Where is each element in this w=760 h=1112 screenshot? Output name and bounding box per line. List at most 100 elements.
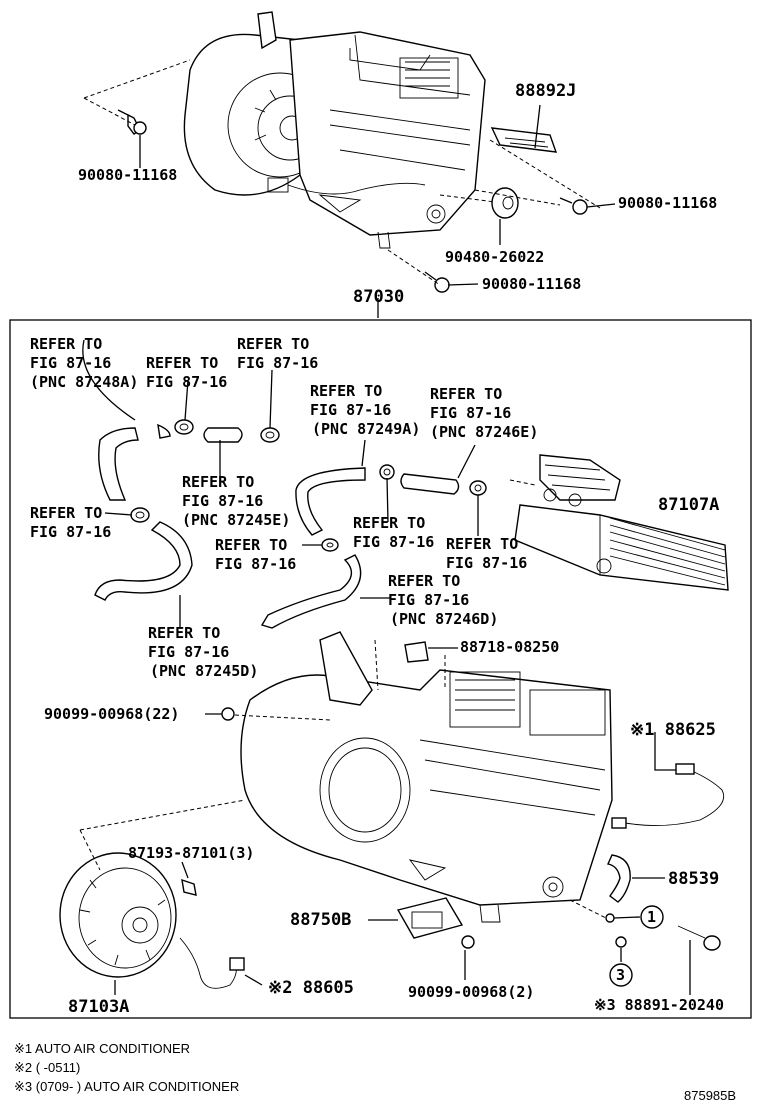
clamp-d	[321, 538, 339, 552]
svg-text:(PNC 87249A): (PNC 87249A)	[312, 420, 420, 438]
footnote-2: ※2 ( -0511)	[14, 1060, 80, 1075]
svg-text:REFER TO: REFER TO	[30, 504, 102, 522]
label-88718-08250: 88718-08250	[460, 638, 559, 656]
top-unit-assembly	[183, 11, 486, 249]
lower-unit-assembly	[240, 631, 613, 923]
svg-text:(PNC 87246D): (PNC 87246D)	[390, 610, 498, 628]
clamp-a	[174, 419, 194, 435]
clamp-f	[469, 480, 487, 496]
label-87103A: 87103A	[68, 997, 129, 1017]
label-90080-11168-right: 90080-11168	[618, 194, 717, 212]
svg-text:(PNC 87245D): (PNC 87245D)	[150, 662, 258, 680]
refer-label-11: REFER TO FIG 87-16 (PNC 87246D)	[388, 572, 498, 628]
clamp-b	[260, 427, 280, 443]
blower-motor-87103A	[59, 852, 245, 989]
callout-circle-1: 1	[640, 905, 664, 929]
part-88892J	[490, 127, 558, 153]
svg-text:REFER TO: REFER TO	[430, 385, 502, 403]
svg-text:REFER TO: REFER TO	[30, 335, 102, 353]
svg-text:(PNC 87248A): (PNC 87248A)	[30, 373, 138, 391]
svg-text:REFER TO: REFER TO	[446, 535, 518, 553]
label-90099-00968-22: 90099-00968(22)	[44, 705, 179, 723]
hose-87245D	[94, 521, 193, 601]
label-90080-11168-left: 90080-11168	[78, 166, 177, 184]
hose-short	[203, 427, 243, 443]
hose-87246E	[400, 473, 460, 495]
grommet-90480-26022	[491, 187, 519, 219]
svg-text:FIG 87-16: FIG 87-16	[30, 354, 111, 372]
label-88605: ※2 88605	[268, 978, 354, 998]
label-88891-20240: ※3 88891-20240	[594, 996, 724, 1014]
tube-88539	[607, 854, 631, 903]
svg-text:REFER TO: REFER TO	[353, 514, 425, 532]
callout-circle-3: 3	[609, 963, 633, 987]
small-clip	[605, 913, 615, 923]
sensor-88625	[611, 763, 725, 829]
refer-label-9: REFER TO FIG 87-16	[215, 536, 296, 573]
refer-label-12: REFER TO FIG 87-16 (PNC 87245D)	[148, 624, 258, 680]
svg-text:FIG 87-16: FIG 87-16	[146, 373, 227, 391]
refer-label-10: REFER TO FIG 87-16	[446, 535, 527, 572]
clamp-c	[130, 507, 150, 523]
svg-text:FIG 87-16: FIG 87-16	[237, 354, 318, 372]
svg-text:REFER TO: REFER TO	[310, 382, 382, 400]
refer-label-7: REFER TO FIG 87-16	[30, 504, 111, 541]
svg-text:(PNC 87245E): (PNC 87245E)	[182, 511, 290, 529]
label-87107A: 87107A	[658, 495, 719, 515]
svg-text:FIG 87-16: FIG 87-16	[353, 533, 434, 551]
refer-label-8: REFER TO FIG 87-16	[353, 514, 434, 551]
connector-88718-08250	[404, 641, 429, 663]
footnote-3: ※3 (0709- ) AUTO AIR CONDITIONER	[14, 1079, 239, 1094]
svg-text:3: 3	[616, 966, 625, 984]
screw-top-bottom	[424, 271, 450, 293]
refer-label-4: REFER TO FIG 87-16 (PNC 87249A)	[310, 382, 420, 438]
label-87193-87101: 87193-87101(3)	[128, 844, 254, 862]
svg-text:REFER TO: REFER TO	[388, 572, 460, 590]
svg-text:REFER TO: REFER TO	[146, 354, 218, 372]
svg-text:FIG 87-16: FIG 87-16	[430, 404, 511, 422]
refer-label-3: REFER TO FIG 87-16	[237, 335, 318, 372]
svg-text:FIG 87-16: FIG 87-16	[148, 643, 229, 661]
label-88892J: 88892J	[515, 81, 576, 101]
evaporator-87107A	[514, 454, 729, 591]
svg-text:FIG 87-16: FIG 87-16	[446, 554, 527, 572]
svg-text:1: 1	[647, 908, 656, 926]
hose-87249A	[295, 467, 366, 536]
refer-label-2: REFER TO FIG 87-16	[146, 354, 227, 391]
svg-text:FIG 87-16: FIG 87-16	[310, 401, 391, 419]
refer-label-5: REFER TO FIG 87-16 (PNC 87246E)	[430, 385, 538, 441]
hose-87248A	[98, 423, 171, 501]
svg-text:FIG 87-16: FIG 87-16	[30, 523, 111, 541]
svg-text:FIG 87-16: FIG 87-16	[388, 591, 469, 609]
svg-text:REFER TO: REFER TO	[148, 624, 220, 642]
refer-label-6: REFER TO FIG 87-16 (PNC 87245E)	[182, 473, 290, 529]
label-87030: 87030	[353, 287, 404, 307]
label-88750B: 88750B	[290, 910, 351, 930]
servo-88750B	[396, 897, 464, 939]
footnote-1: ※1 AUTO AIR CONDITIONER	[14, 1041, 190, 1056]
refer-label-1: REFER TO FIG 87-16 (PNC 87248A)	[30, 335, 138, 391]
label-90080-11168-bottom: 90080-11168	[482, 275, 581, 293]
figure-id: 875985B	[684, 1088, 736, 1103]
svg-text:REFER TO: REFER TO	[215, 536, 287, 554]
hose-87246D	[260, 554, 362, 629]
sensor-88891-20240	[677, 925, 721, 951]
screw-90099-00968-upper	[221, 707, 235, 721]
screw-87193-87101	[181, 878, 197, 896]
assembly-87030-frame	[9, 319, 752, 1019]
clamp-e	[379, 464, 395, 480]
label-90099-00968-2: 90099-00968(2)	[408, 983, 534, 1001]
svg-text:(PNC 87246E): (PNC 87246E)	[430, 423, 538, 441]
screw-top-right	[559, 197, 588, 215]
small-grommet	[615, 936, 627, 948]
svg-text:FIG 87-16: FIG 87-16	[182, 492, 263, 510]
label-88539: 88539	[668, 869, 719, 889]
svg-text:REFER TO: REFER TO	[237, 335, 309, 353]
label-90480-26022: 90480-26022	[445, 248, 544, 266]
screw-90099-00968-lower	[461, 935, 475, 949]
svg-text:FIG 87-16: FIG 87-16	[215, 555, 296, 573]
label-88625: ※1 88625	[630, 720, 716, 740]
screw-top-left	[117, 109, 147, 135]
